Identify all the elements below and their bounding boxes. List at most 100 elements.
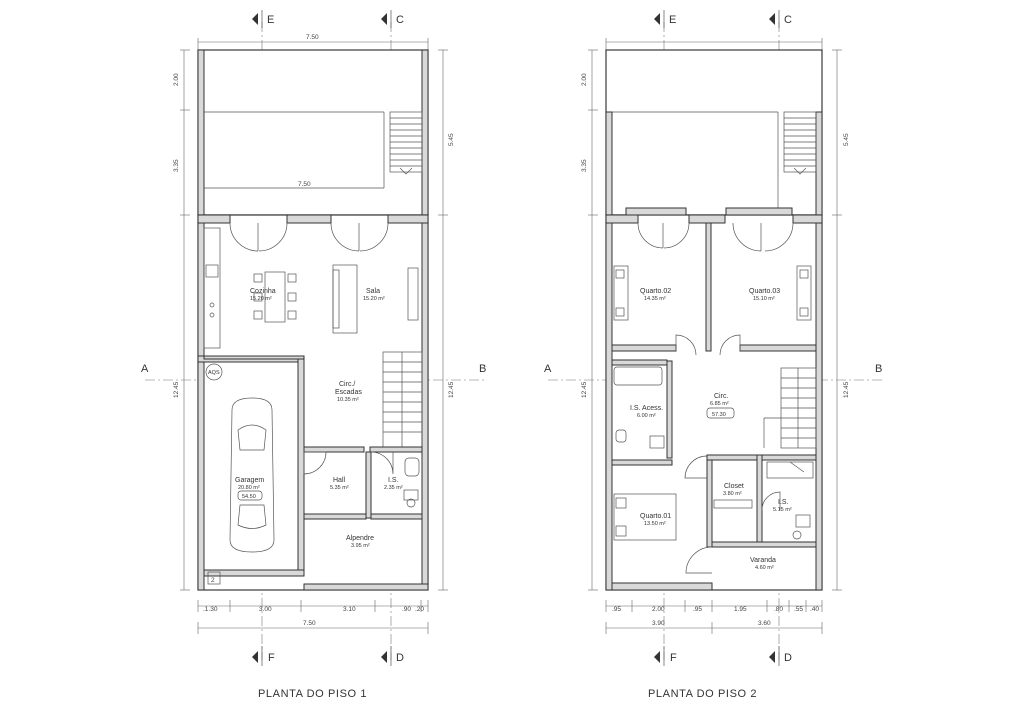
- marker-2: 2: [211, 577, 215, 584]
- svg-text:D: D: [396, 652, 404, 664]
- room-is: I.S.: [388, 477, 399, 484]
- axis-marker-bottom-d: D: [381, 646, 404, 666]
- dim-right-5-45-p2: 5.45: [843, 133, 850, 146]
- svg-text:5.35 m²: 5.35 m²: [330, 485, 349, 491]
- dim-left-12-45: 12.45: [173, 381, 180, 398]
- axis-marker-top-e-2: E: [654, 10, 676, 28]
- room-closet: Closet: [724, 483, 744, 490]
- exterior-stair-2: [783, 111, 817, 175]
- svg-text:5.15 m²: 5.15 m²: [773, 507, 792, 513]
- svg-text:4.60 m²: 4.60 m²: [755, 565, 774, 571]
- dim-inner-width: 7.50: [298, 181, 311, 188]
- garage-tag: 54.50: [242, 494, 256, 500]
- axis-marker-bottom-f: F: [252, 646, 275, 666]
- room-garagem: Garagem: [235, 477, 264, 484]
- axis-marker-bottom-f-2: F: [654, 646, 677, 666]
- dim-bottom-p2-4: 1.95: [734, 606, 747, 613]
- aqs-tank: [205, 363, 223, 381]
- car: [229, 397, 275, 553]
- room-quarto-01: Quarto.01: [640, 513, 671, 520]
- dim-bottom-3: 3.10: [343, 606, 356, 613]
- svg-text:AQS: AQS: [208, 370, 220, 376]
- room-alpendre: Alpendre: [346, 535, 374, 542]
- dim-left-12-45-p2: 12.45: [581, 381, 588, 398]
- svg-text:15.20 m²: 15.20 m²: [363, 296, 385, 302]
- plan-title-piso-2: PLANTA DO PISO 2: [648, 688, 757, 700]
- dim-bottom-p2-2: 2.00: [652, 606, 665, 613]
- bed-quarto-03: [796, 265, 812, 321]
- svg-text:E: E: [267, 14, 274, 26]
- svg-text:14.35 m²: 14.35 m²: [644, 296, 666, 302]
- dim-bottom-p2-5: .80: [774, 606, 783, 613]
- svg-text:Escadas: Escadas: [335, 389, 362, 396]
- dim-top-width: 7.50: [306, 34, 319, 41]
- svg-text:C: C: [396, 14, 404, 26]
- interior-stair-2: [763, 367, 817, 449]
- svg-text:F: F: [670, 652, 677, 664]
- dim-bottom-p2-3: .95: [693, 606, 702, 613]
- room-circ-escadas: Circ./: [339, 381, 355, 388]
- exterior-stair: [389, 111, 423, 175]
- svg-text:6.00 m²: 6.00 m²: [637, 413, 656, 419]
- axis-marker-b-2: B: [875, 363, 882, 375]
- dim-bottom-4: .90: [402, 606, 411, 613]
- house-outline-2: [605, 214, 823, 591]
- svg-text:2.35 m²: 2.35 m²: [384, 485, 403, 491]
- dim-bottom-p2-total-1: 3.90: [652, 620, 665, 627]
- svg-text:3.80 m²: 3.80 m²: [723, 491, 742, 497]
- room-quarto-02: Quarto.02: [640, 288, 671, 295]
- dim-right-12-45-p2: 12.45: [843, 381, 850, 398]
- svg-text:3.95 m²: 3.95 m²: [351, 543, 370, 549]
- room-quarto-03: Quarto.03: [749, 288, 780, 295]
- svg-text:C: C: [784, 14, 792, 26]
- axis-marker-a: A: [141, 363, 149, 375]
- circ-tag: 57.30: [712, 412, 726, 418]
- dim-right-12-45: 12.45: [448, 381, 455, 398]
- room-circ: Circ.: [714, 393, 728, 400]
- svg-text:6.85 m²: 6.85 m²: [710, 401, 729, 407]
- plan-title-piso-1: PLANTA DO PISO 1: [258, 688, 367, 700]
- dim-bottom-total: 7.50: [303, 620, 316, 627]
- dim-left-2-00: 2.00: [173, 73, 180, 86]
- dim-left-3-35-p2: 3.35: [581, 159, 588, 172]
- svg-text:F: F: [268, 652, 275, 664]
- dim-bottom-p2-7: .40: [810, 606, 819, 613]
- dining-table: [253, 271, 297, 323]
- plan-piso-2: E C F D A B 2.00 3.35 12.45: [544, 10, 882, 700]
- room-is-acess: I.S. Acess.: [630, 405, 663, 412]
- sofa: [332, 264, 358, 334]
- room-is-2: I.S.: [778, 499, 789, 506]
- svg-text:15.20 m²: 15.20 m²: [250, 296, 272, 302]
- bed-quarto-01: [613, 493, 677, 541]
- room-varanda: Varanda: [750, 557, 776, 564]
- bed-quarto-02: [613, 265, 629, 321]
- dim-left-2-00-p2: 2.00: [581, 73, 588, 86]
- svg-text:10.35 m²: 10.35 m²: [337, 397, 359, 403]
- room-hall: Hall: [333, 477, 346, 484]
- axis-marker-a-2: A: [544, 363, 552, 375]
- svg-text:13.50 m²: 13.50 m²: [644, 521, 666, 527]
- room-cozinha: Cozinha: [250, 288, 276, 295]
- upper-void-outline: [605, 49, 823, 216]
- dim-bottom-2: 3.00: [259, 606, 272, 613]
- room-sala: Sala: [366, 288, 380, 295]
- axis-marker-bottom-d-2: D: [769, 646, 792, 666]
- plan-piso-1: E C F D A B 7.50 2.00 3: [141, 10, 486, 700]
- axis-marker-top-c-2: C: [769, 10, 792, 28]
- svg-text:15.10 m²: 15.10 m²: [753, 296, 775, 302]
- dim-left-3-35: 3.35: [173, 159, 180, 172]
- terrace-outline: [197, 49, 429, 216]
- axis-marker-top-c: C: [381, 10, 404, 28]
- dim-right-5-45: 5.45: [448, 133, 455, 146]
- kitchen-counter: [203, 227, 221, 349]
- svg-text:D: D: [784, 652, 792, 664]
- dim-bottom-p2-6: .55: [794, 606, 803, 613]
- axis-marker-top-e: E: [252, 10, 274, 28]
- interior-stair: [382, 351, 423, 448]
- svg-text:E: E: [669, 14, 676, 26]
- house-outline: [197, 214, 429, 591]
- axis-marker-b: B: [479, 363, 486, 375]
- dim-bottom-p2-1: .95: [612, 606, 621, 613]
- svg-text:20.80 m²: 20.80 m²: [238, 485, 260, 491]
